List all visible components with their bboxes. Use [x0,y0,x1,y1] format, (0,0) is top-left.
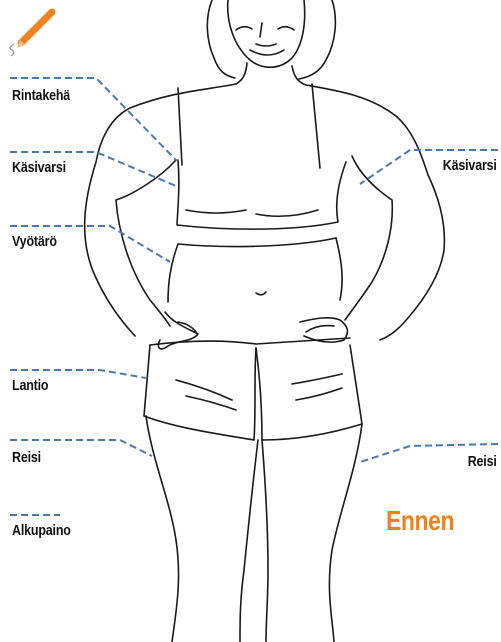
hip-guide-line [10,370,146,378]
chest-label: Rintakehä [12,88,70,104]
torso-outline [85,63,445,642]
start-weight-label: Alkupaino [12,523,71,539]
arm-left-label: Käsivarsi [12,160,66,176]
thigh-left-label: Reisi [12,450,41,466]
arm-right-label: Käsivarsi [443,158,497,174]
before-state-label: Ennen [386,505,454,537]
thigh-right-label: Reisi [468,454,497,470]
hip-label: Lantio [12,378,48,394]
waist-label: Vyötärö [12,234,57,250]
pencil-icon [10,12,52,56]
head-outline [207,0,335,79]
